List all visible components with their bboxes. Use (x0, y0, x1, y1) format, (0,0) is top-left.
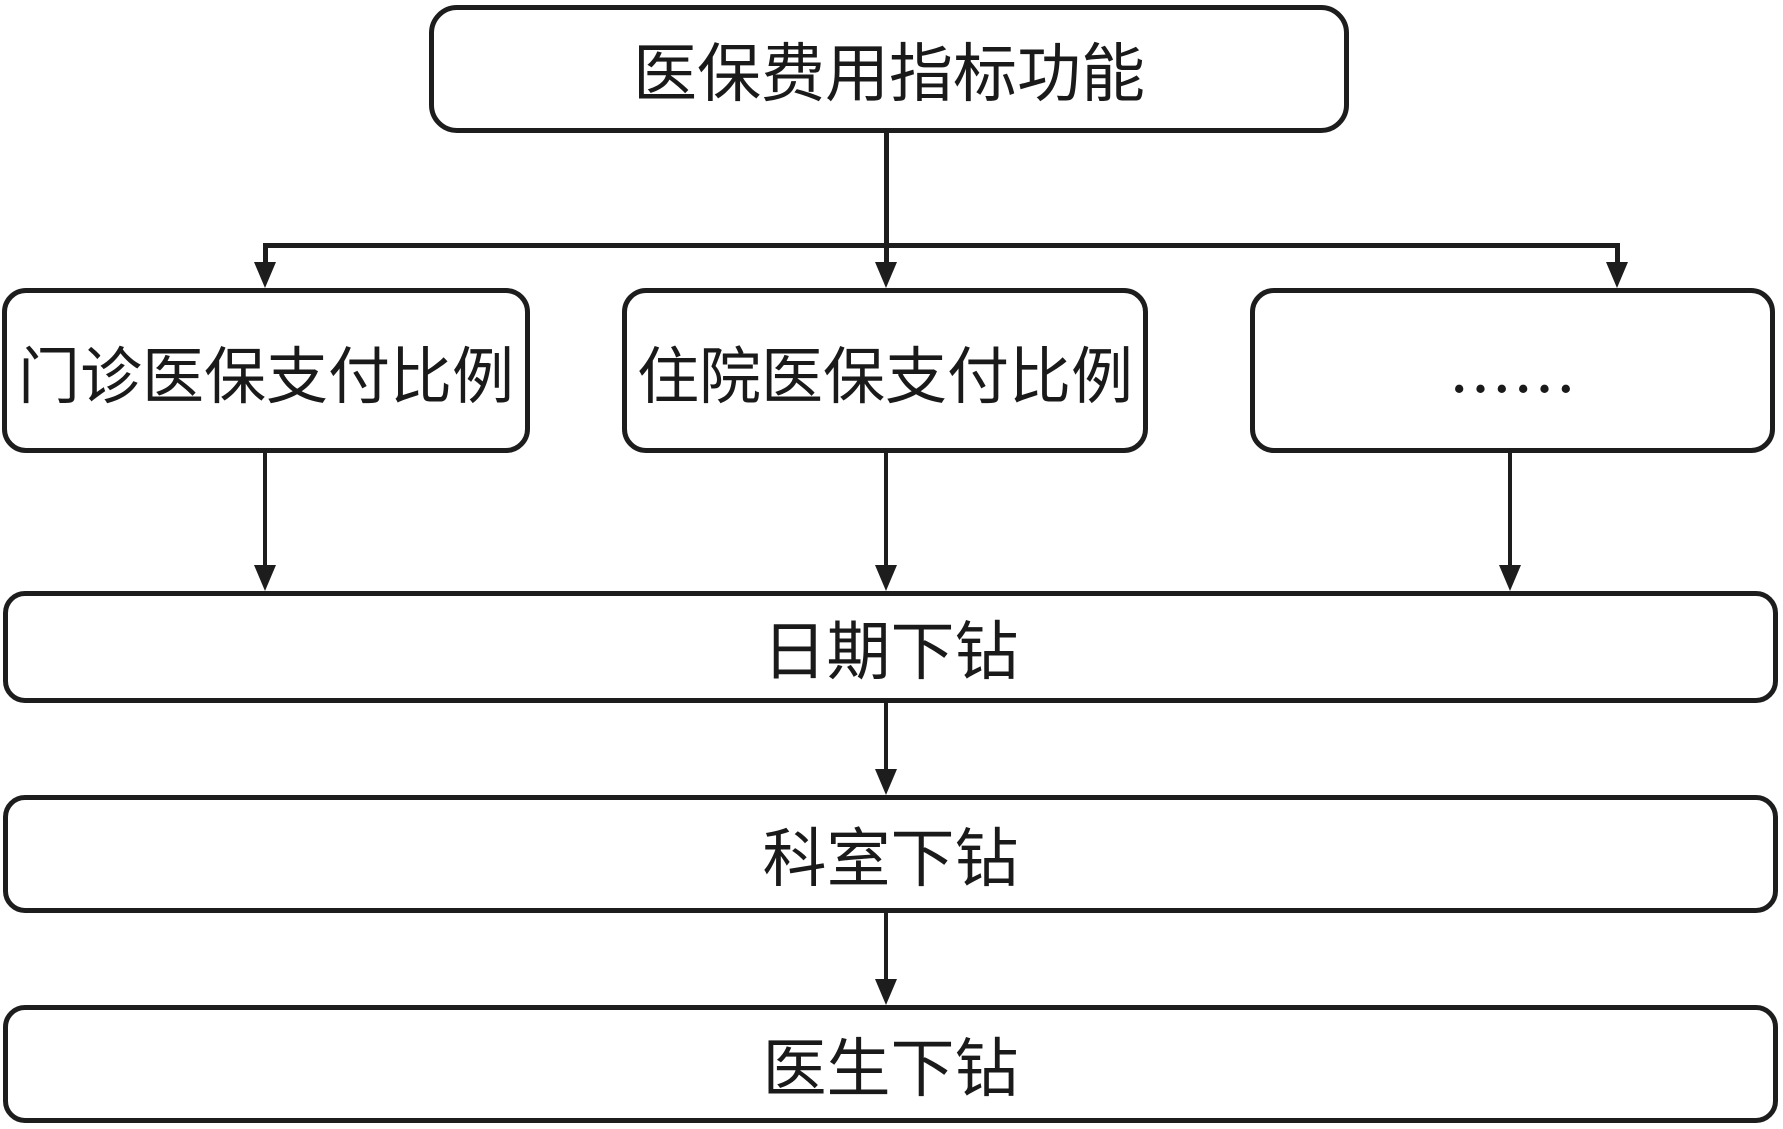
connector-branch-middle (884, 453, 888, 568)
connector-department-to-doctor (884, 913, 888, 981)
connector-stub-right (1615, 243, 1620, 265)
branch-node-ellipsis: …… (1250, 288, 1775, 453)
arrow-down-icon (875, 769, 897, 795)
connector-root-stem (884, 133, 889, 245)
arrow-down-icon (875, 979, 897, 1005)
branch-node-outpatient-payment-ratio: 门诊医保支付比例 (2, 288, 530, 453)
root-node-insurance-cost-indicator: 医保费用指标功能 (429, 5, 1349, 133)
connector-stub-middle (884, 243, 889, 265)
connector-date-to-department (884, 703, 888, 771)
arrow-down-icon (254, 262, 276, 288)
connector-horizontal-line (263, 243, 1620, 248)
arrow-down-icon (875, 565, 897, 591)
branch-node-inpatient-payment-ratio: 住院医保支付比例 (622, 288, 1148, 453)
drill-node-doctor: 医生下钻 (3, 1005, 1778, 1123)
connector-stub-left (263, 243, 268, 265)
arrow-down-icon (875, 262, 897, 288)
drill-node-date: 日期下钻 (3, 591, 1778, 703)
connector-branch-right (1508, 453, 1512, 568)
connector-branch-left (263, 453, 267, 568)
arrow-down-icon (1499, 565, 1521, 591)
arrow-down-icon (254, 565, 276, 591)
drill-node-department: 科室下钻 (3, 795, 1778, 913)
arrow-down-icon (1606, 262, 1628, 288)
